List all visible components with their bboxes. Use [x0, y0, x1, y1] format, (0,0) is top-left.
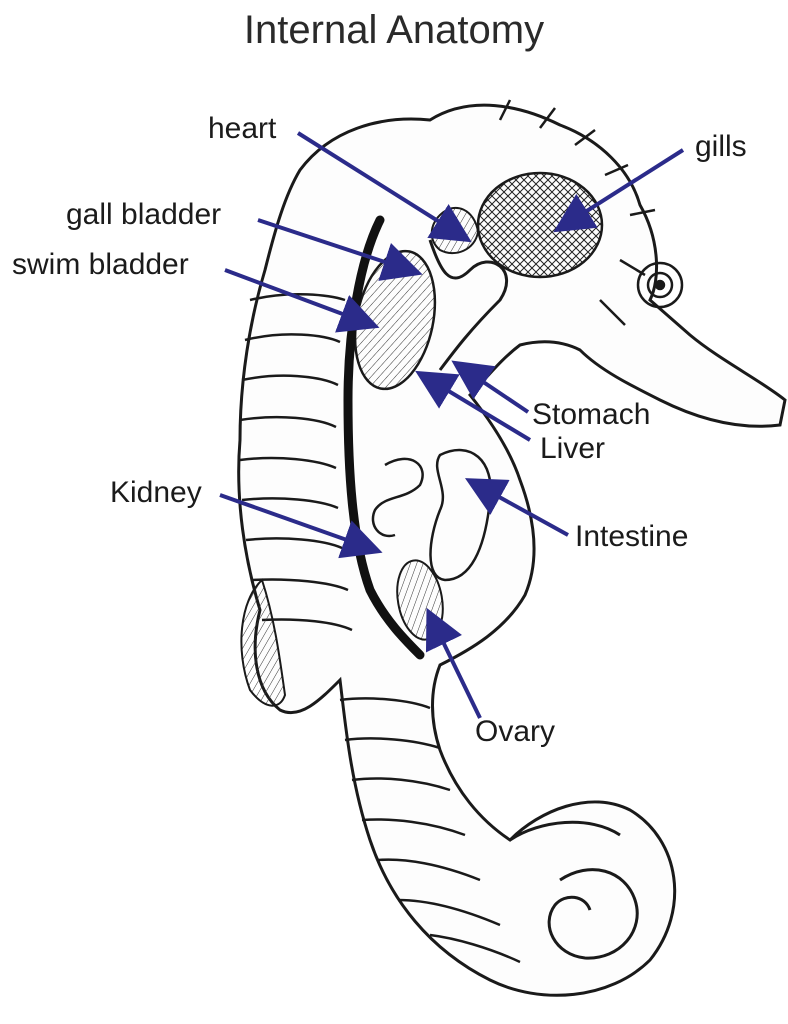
label-stomach: Stomach — [532, 398, 650, 432]
gills-organ — [478, 173, 602, 277]
label-heart: heart — [208, 112, 276, 146]
label-ovary: Ovary — [475, 715, 555, 749]
label-gall-bladder: gall bladder — [66, 198, 221, 232]
label-kidney: Kidney — [110, 476, 202, 510]
label-intestine: Intestine — [575, 520, 688, 554]
label-swim-bladder: swim bladder — [12, 248, 189, 282]
label-liver: Liver — [540, 432, 605, 466]
label-gills: gills — [695, 130, 747, 164]
